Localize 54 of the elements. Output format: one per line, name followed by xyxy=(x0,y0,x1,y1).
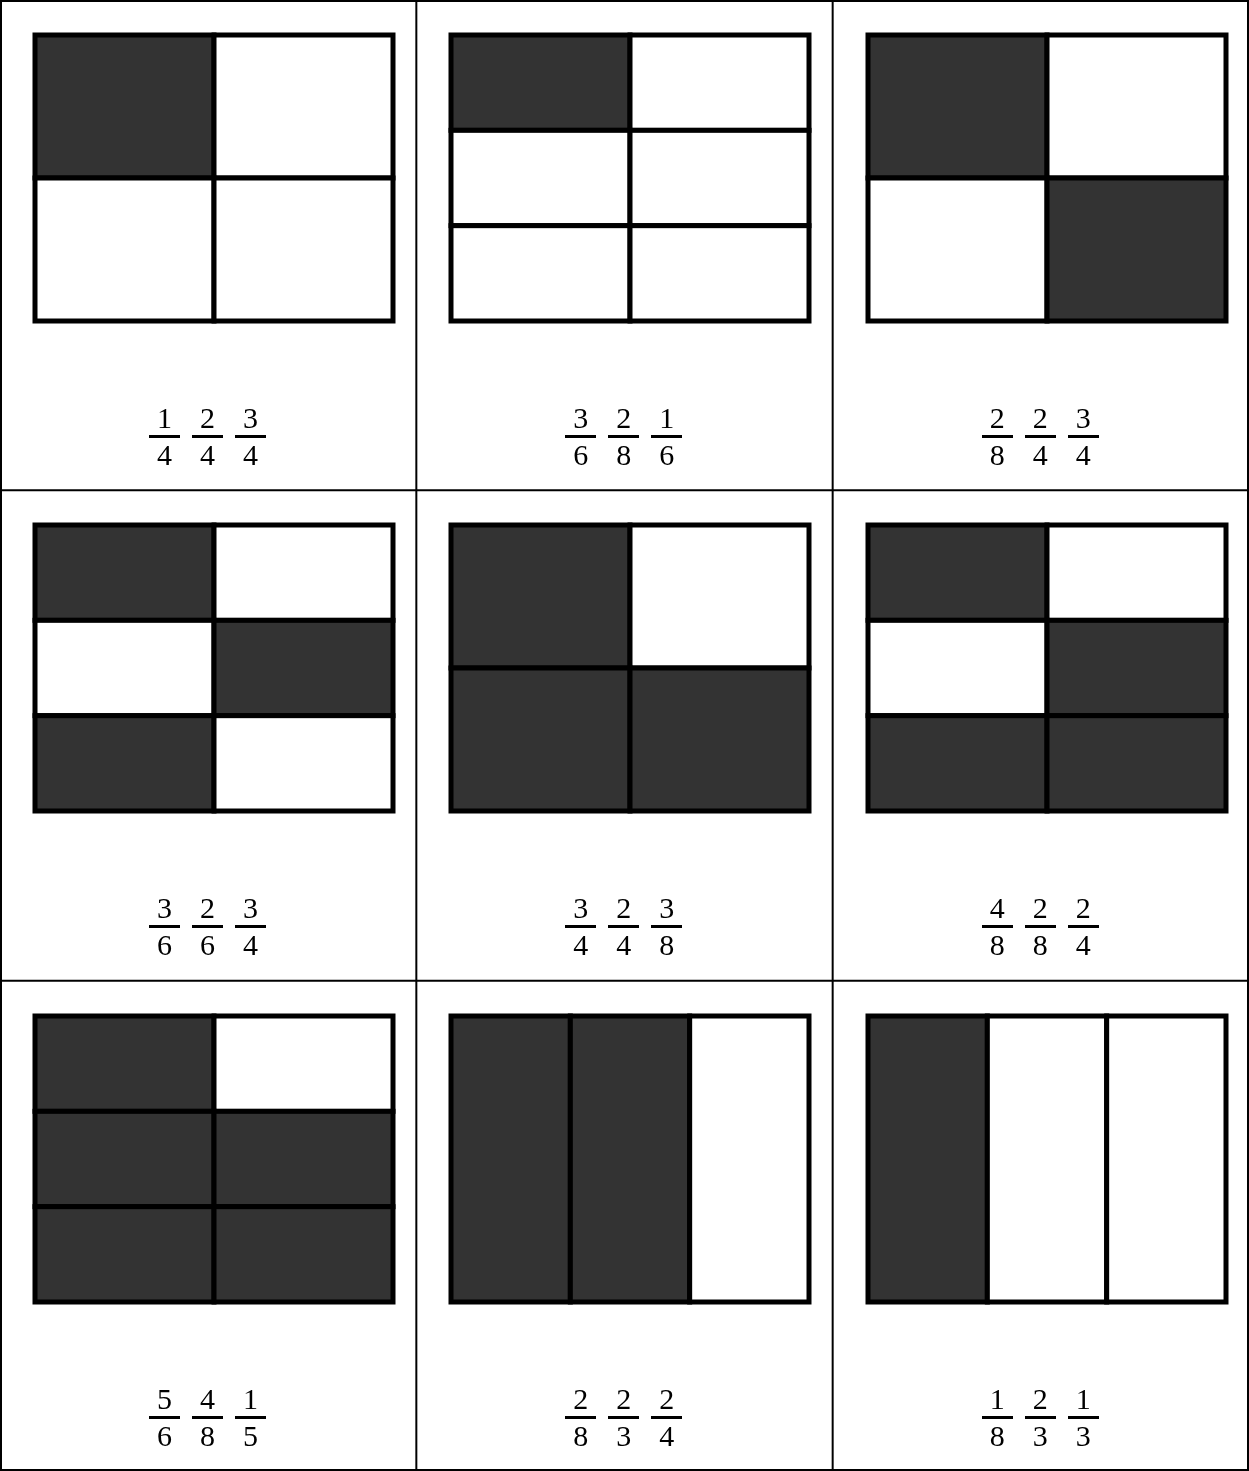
fraction-denominator: 5 xyxy=(243,1418,258,1453)
fraction-numerator: 1 xyxy=(149,401,180,438)
fraction-numerator: 3 xyxy=(651,891,683,929)
fraction-numerator: 2 xyxy=(192,401,223,438)
fraction-numerator: 2 xyxy=(608,891,640,929)
fraction-numerator: 3 xyxy=(1067,401,1099,438)
fraction-denominator: 4 xyxy=(1075,438,1091,472)
fraction-denominator: 4 xyxy=(243,928,258,963)
fraction-numerator: 2 xyxy=(192,891,223,929)
fraction-numerator: 2 xyxy=(651,1381,683,1419)
fraction-denominator: 4 xyxy=(200,438,215,472)
fraction-numerator: 3 xyxy=(565,891,597,929)
fraction-denominator: 4 xyxy=(616,928,632,963)
fraction-denominator: 4 xyxy=(659,1418,675,1453)
fraction-denominator: 8 xyxy=(989,438,1005,472)
fraction-numerator: 1 xyxy=(1067,1381,1099,1419)
fraction-denominator: 4 xyxy=(157,438,172,472)
fraction-numerator: 5 xyxy=(149,1381,180,1419)
fraction-numerator: 2 xyxy=(1024,891,1056,929)
fraction-denominator: 6 xyxy=(573,438,589,472)
fraction-denominator: 6 xyxy=(157,1418,172,1453)
fraction-numerator: 2 xyxy=(1067,891,1099,929)
fraction-denominator: 4 xyxy=(243,438,258,472)
fraction-denominator: 3 xyxy=(1075,1418,1091,1453)
fraction-denominator: 8 xyxy=(659,928,675,963)
fraction-numerator: 1 xyxy=(651,401,683,438)
fraction-denominator: 6 xyxy=(659,438,675,472)
fraction-denominator: 8 xyxy=(989,928,1005,963)
fraction-denominator: 4 xyxy=(573,928,589,963)
fraction-denominator: 8 xyxy=(989,1418,1005,1453)
fraction-denominator: 6 xyxy=(157,928,172,963)
fraction-numerator: 3 xyxy=(149,891,180,929)
fraction-numerator: 3 xyxy=(235,891,266,929)
fraction-denominator: 8 xyxy=(616,438,632,472)
fraction-numerator: 2 xyxy=(608,1381,640,1419)
fraction-numerator: 2 xyxy=(1024,401,1056,438)
fraction-numerator: 4 xyxy=(981,891,1013,929)
fraction-numerator: 3 xyxy=(235,401,266,438)
fraction-denominator: 4 xyxy=(1075,928,1091,963)
fraction-denominator: 8 xyxy=(1032,928,1048,963)
fraction-numerator: 2 xyxy=(565,1381,597,1419)
fraction-denominator: 3 xyxy=(616,1418,632,1453)
fraction-denominator: 8 xyxy=(200,1418,215,1453)
fraction-denominator: 6 xyxy=(200,928,215,963)
fraction-numerator: 3 xyxy=(565,401,597,438)
fraction-numerator: 1 xyxy=(235,1381,266,1419)
fraction-denominator: 4 xyxy=(1032,438,1048,472)
fraction-numerator: 2 xyxy=(981,401,1013,438)
fraction-numerator: 4 xyxy=(192,1381,223,1419)
fraction-denominator: 8 xyxy=(573,1418,589,1453)
fraction-numerator: 1 xyxy=(981,1381,1013,1419)
fraction-numerator: 2 xyxy=(608,401,640,438)
fraction-numerator: 2 xyxy=(1024,1381,1056,1419)
fraction-denominator: 3 xyxy=(1032,1418,1048,1453)
